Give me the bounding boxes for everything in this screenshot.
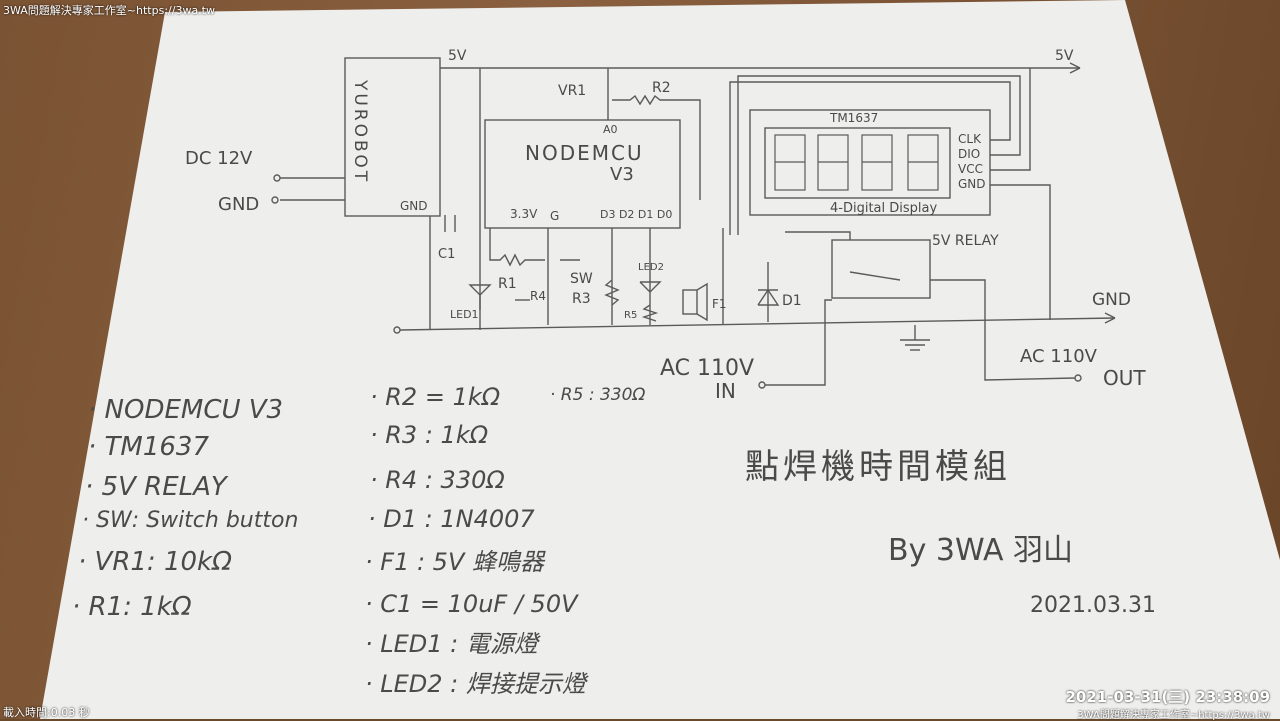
- part-right-6: · LED1 : 電源燈: [365, 630, 541, 658]
- part-left-3: · SW: Switch button: [82, 508, 298, 533]
- diagram-title: 點焊機時間模組: [745, 447, 1011, 487]
- paper: [40, 0, 1280, 719]
- label-a0: A0: [603, 123, 618, 136]
- label-5v-relay: 5V RELAY: [932, 233, 999, 249]
- label-5v-left: 5V: [448, 48, 467, 64]
- part-right-4: · F1 : 5V 蜂鳴器: [365, 548, 546, 576]
- part-right-2: · R4 : 330Ω: [370, 466, 505, 494]
- nodemcu-box: [484, 119, 681, 229]
- part-right-7: · LED2 : 焊接提示燈: [365, 670, 589, 698]
- label-ac-in: AC 110V: [660, 356, 754, 381]
- part-right-5: · C1 = 10uF / 50V: [365, 590, 579, 618]
- relay-box: [831, 239, 931, 299]
- label-led1: LED1: [450, 308, 479, 321]
- label-r4: R4: [530, 289, 546, 303]
- label-ac-in-2: IN: [715, 379, 736, 403]
- tm1637-box: [749, 109, 991, 216]
- load-time: 載入時間:0.03 秒: [3, 706, 90, 719]
- part-left-5: · R1: 1kΩ: [72, 592, 192, 622]
- yurobot-box: [344, 57, 441, 217]
- part-right-1: · R3 : 1kΩ: [370, 421, 489, 449]
- parts-list-left: · NODEMCU V3 · TM1637 · 5V RELAY · SW: S…: [72, 395, 298, 622]
- label-d1: D1: [782, 293, 802, 309]
- label-f1: F1: [712, 297, 727, 311]
- label-pins-d: D3 D2 D1 D0: [600, 208, 672, 221]
- label-c1: C1: [438, 247, 455, 262]
- label-r1: R1: [498, 276, 517, 292]
- label-display-gnd: GND: [958, 177, 986, 191]
- part-left-2: · 5V RELAY: [85, 472, 229, 502]
- label-clk: CLK: [958, 132, 982, 146]
- label-dc-12v: DC 12V: [185, 148, 253, 169]
- part-right-3: · D1 : 1N4007: [368, 505, 535, 533]
- schematic-labels: 5V 5V DC 12V GND YUROBOT GND VR1 R2 A0 N…: [185, 48, 1146, 403]
- label-ac-out-2: OUT: [1103, 366, 1146, 390]
- label-led2: LED2: [638, 262, 664, 273]
- label-pin-g: G: [550, 209, 559, 223]
- display-digits: [774, 134, 939, 191]
- label-4-digital-display: 4-Digital Display: [830, 201, 937, 216]
- parts-list-right: · R2 = 1kΩ · R3 : 1kΩ · R4 : 330Ω · D1 :…: [365, 383, 589, 698]
- label-vcc: VCC: [958, 162, 983, 176]
- label-pin-33v: 3.3V: [510, 207, 538, 221]
- part-left-4: · VR1: 10kΩ: [78, 547, 232, 577]
- label-tm1637: TM1637: [829, 111, 878, 125]
- part-left-0: · NODEMCU V3: [88, 395, 283, 425]
- label-ac-out: AC 110V: [1020, 346, 1098, 367]
- label-nodemcu-v3: V3: [610, 164, 634, 185]
- author-line: By 3WA 羽山: [888, 533, 1073, 568]
- part-r5-note: · R5 : 330Ω: [550, 385, 645, 405]
- label-vr1: VR1: [558, 83, 586, 99]
- top-caption: 3WA問題解決專家工作室~https://3wa.tw: [3, 4, 215, 17]
- label-gnd-in: GND: [218, 194, 259, 215]
- label-nodemcu: NODEMCU: [525, 141, 644, 165]
- date-line: 2021.03.31: [1030, 593, 1156, 618]
- label-r3: R3: [572, 291, 591, 307]
- schematic-wires: [271, 57, 1116, 389]
- label-r2: R2: [652, 80, 671, 96]
- label-sw: SW: [570, 271, 593, 287]
- label-dio: DIO: [958, 147, 980, 161]
- part-left-1: · TM1637: [88, 432, 209, 462]
- timestamp: 2021-03-31(三) 23:38:09: [1065, 688, 1271, 706]
- bottom-caption: 3WA問題解決專家工作室~https://3wa.tw: [1077, 710, 1270, 721]
- label-yurobot: YUROBOT: [350, 79, 370, 184]
- part-right-0: · R2 = 1kΩ: [370, 383, 501, 411]
- label-r5: R5: [624, 310, 637, 321]
- label-yurobot-gnd: GND: [400, 199, 428, 213]
- label-5v-right: 5V: [1055, 48, 1074, 64]
- label-gnd-rail: GND: [1092, 290, 1131, 310]
